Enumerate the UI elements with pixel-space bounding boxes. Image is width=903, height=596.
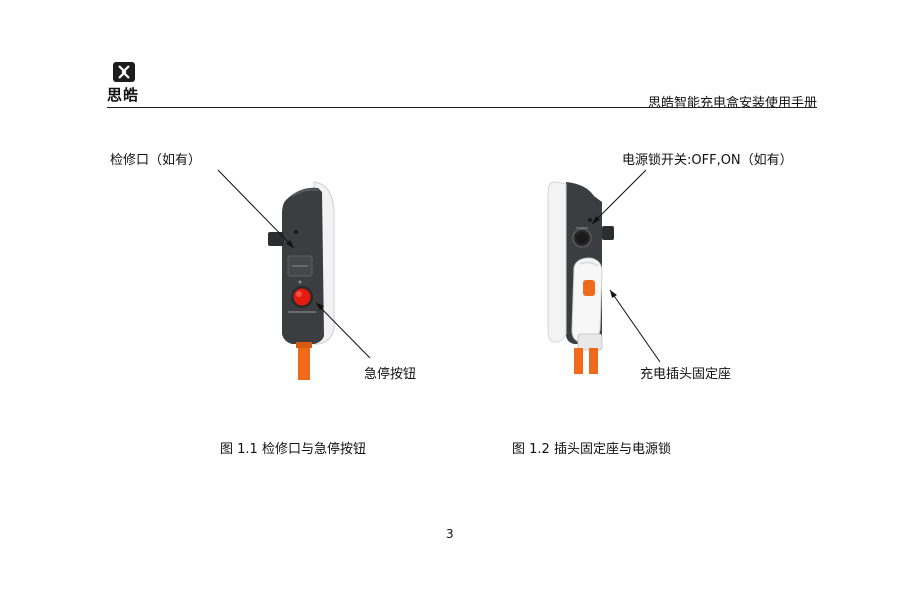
- callout-emergency-stop: 急停按钮: [364, 367, 417, 382]
- figure-caption-1: 图 1.1 检修口与急停按钮: [220, 442, 366, 457]
- callout-inspection-port: 检修口（如有）: [110, 153, 202, 168]
- page-number: 3: [446, 527, 454, 541]
- callout-line-plug-holder: [609, 289, 661, 363]
- callout-power-lock: 电源锁开关:OFF,ON（如有）: [622, 153, 793, 168]
- callout-line-emergency-stop: [315, 302, 371, 359]
- callout-plug-holder: 充电插头固定座: [640, 367, 732, 382]
- device-side-view-1: [268, 181, 335, 380]
- device-side-view-2: [547, 181, 614, 374]
- header-divider: [107, 107, 817, 108]
- callout-line-power-lock: [591, 169, 647, 225]
- logo-mark-icon: [113, 62, 135, 82]
- callout-line-inspection-port: [217, 169, 295, 249]
- figure-caption-2: 图 1.2 插头固定座与电源锁: [512, 442, 671, 457]
- brand-logo: 思皓: [107, 60, 143, 106]
- logo-text: 思皓: [107, 86, 140, 104]
